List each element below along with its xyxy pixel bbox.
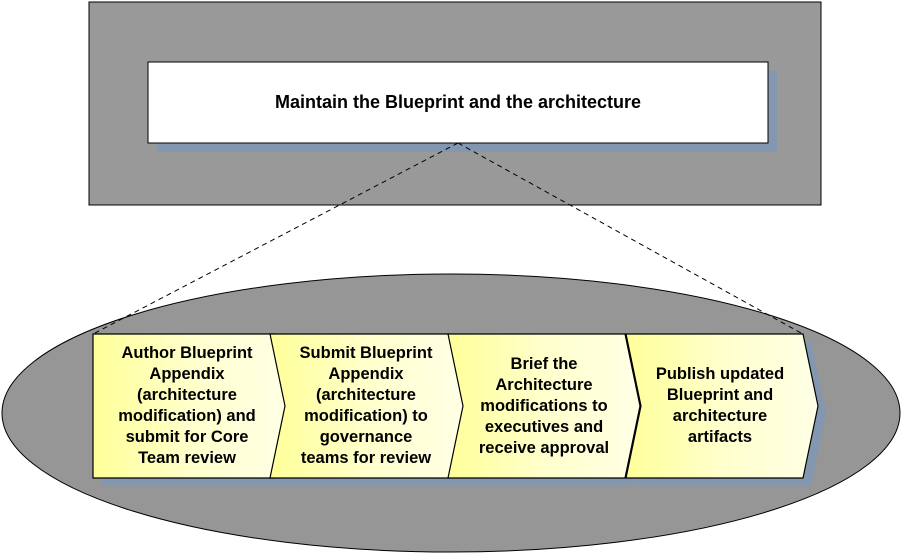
step-2-line-6: teams for review — [300, 449, 432, 467]
step-1-line-1: Author Blueprint — [121, 344, 253, 362]
step-4-line-4: artifacts — [687, 428, 753, 446]
step-4-line-2: Blueprint and — [666, 386, 774, 404]
step-2-line-1: Submit Blueprint — [299, 344, 433, 362]
top-process-title: Maintain the Blueprint and the architect… — [274, 92, 642, 112]
step-2-line-5: governance — [319, 428, 413, 446]
step-1-line-4: modification) and — [118, 407, 256, 425]
title-box — [147, 61, 769, 144]
step-3-line-4: executives and — [484, 417, 604, 436]
step-1-line-5: submit for Core — [125, 428, 249, 446]
step-2-line-2: Appendix — [328, 365, 404, 383]
step-3-line-5: receive approval — [478, 438, 610, 457]
step-4-line-1: Publish updated — [655, 365, 785, 383]
step-3-shape — [447, 333, 641, 479]
connector-right-dashed — [457, 142, 802, 334]
step-3-line-2: Architecture — [495, 375, 593, 394]
step-4-shape — [625, 333, 819, 479]
step-1-line-6: Team review — [138, 449, 236, 467]
step-3-line-1: Brief the — [510, 354, 578, 373]
step-4-line-3: architecture — [672, 407, 768, 425]
step-2-line-4: modification) to — [304, 407, 428, 425]
step-3-line-3: modifications to — [480, 396, 608, 415]
step-1-line-2: Appendix — [149, 365, 225, 383]
step-1-line-3: (architecture — [137, 386, 237, 404]
step-2-line-3: (architecture — [316, 386, 416, 404]
